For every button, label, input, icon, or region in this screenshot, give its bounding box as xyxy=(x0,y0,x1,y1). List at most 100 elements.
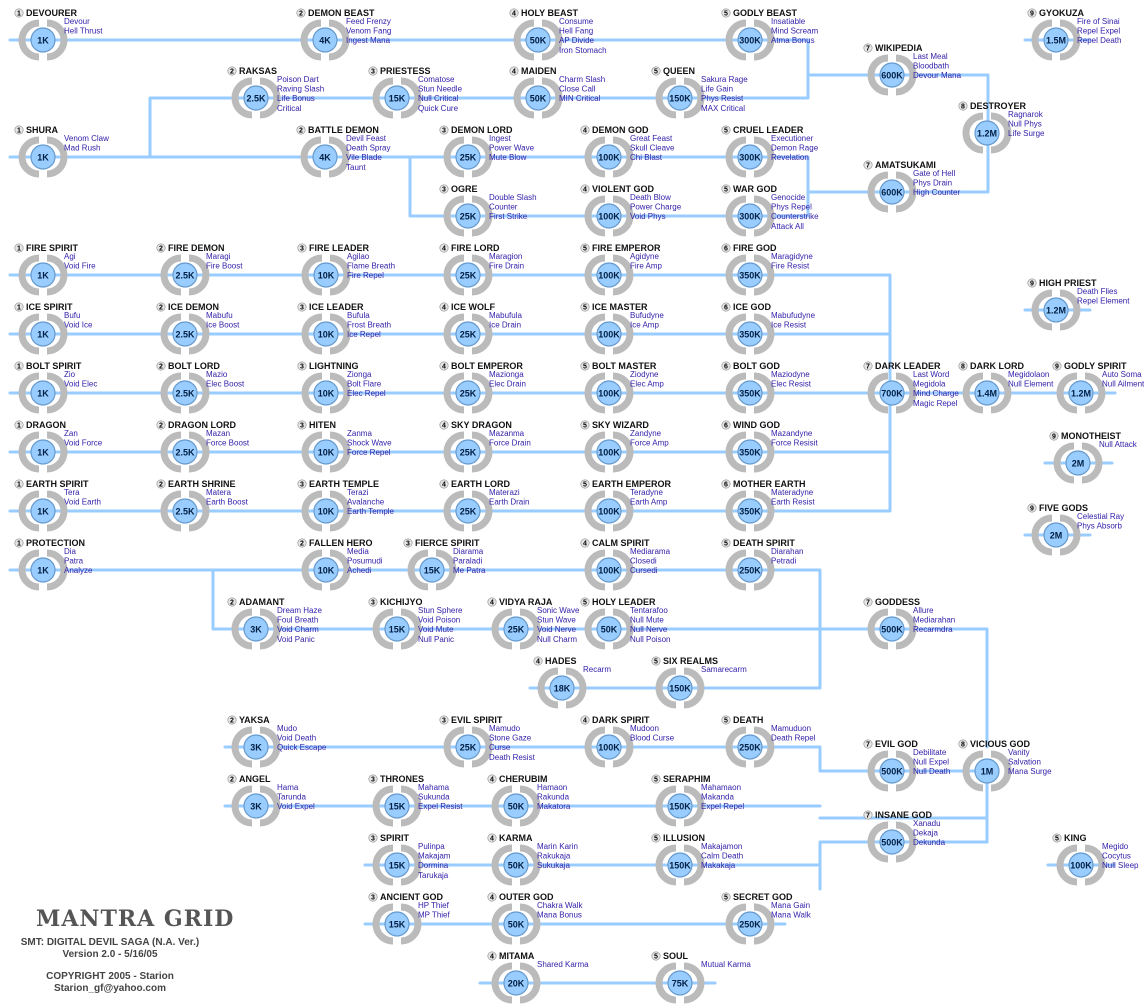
level-badge xyxy=(580,125,590,135)
skill-name: Dream Haze xyxy=(277,606,322,615)
level-badge xyxy=(958,361,968,371)
node-ring-right xyxy=(46,19,68,61)
skill-name: Bufudyne xyxy=(630,311,664,320)
node-disc xyxy=(30,27,56,53)
skill-name: Skull Cleave xyxy=(630,144,675,153)
level-badge xyxy=(297,302,307,312)
skill-name: Mind Charge xyxy=(913,389,959,398)
level-badge xyxy=(296,125,306,135)
node-ring-left xyxy=(537,667,559,709)
node-name: DARK LORD xyxy=(970,361,1024,371)
